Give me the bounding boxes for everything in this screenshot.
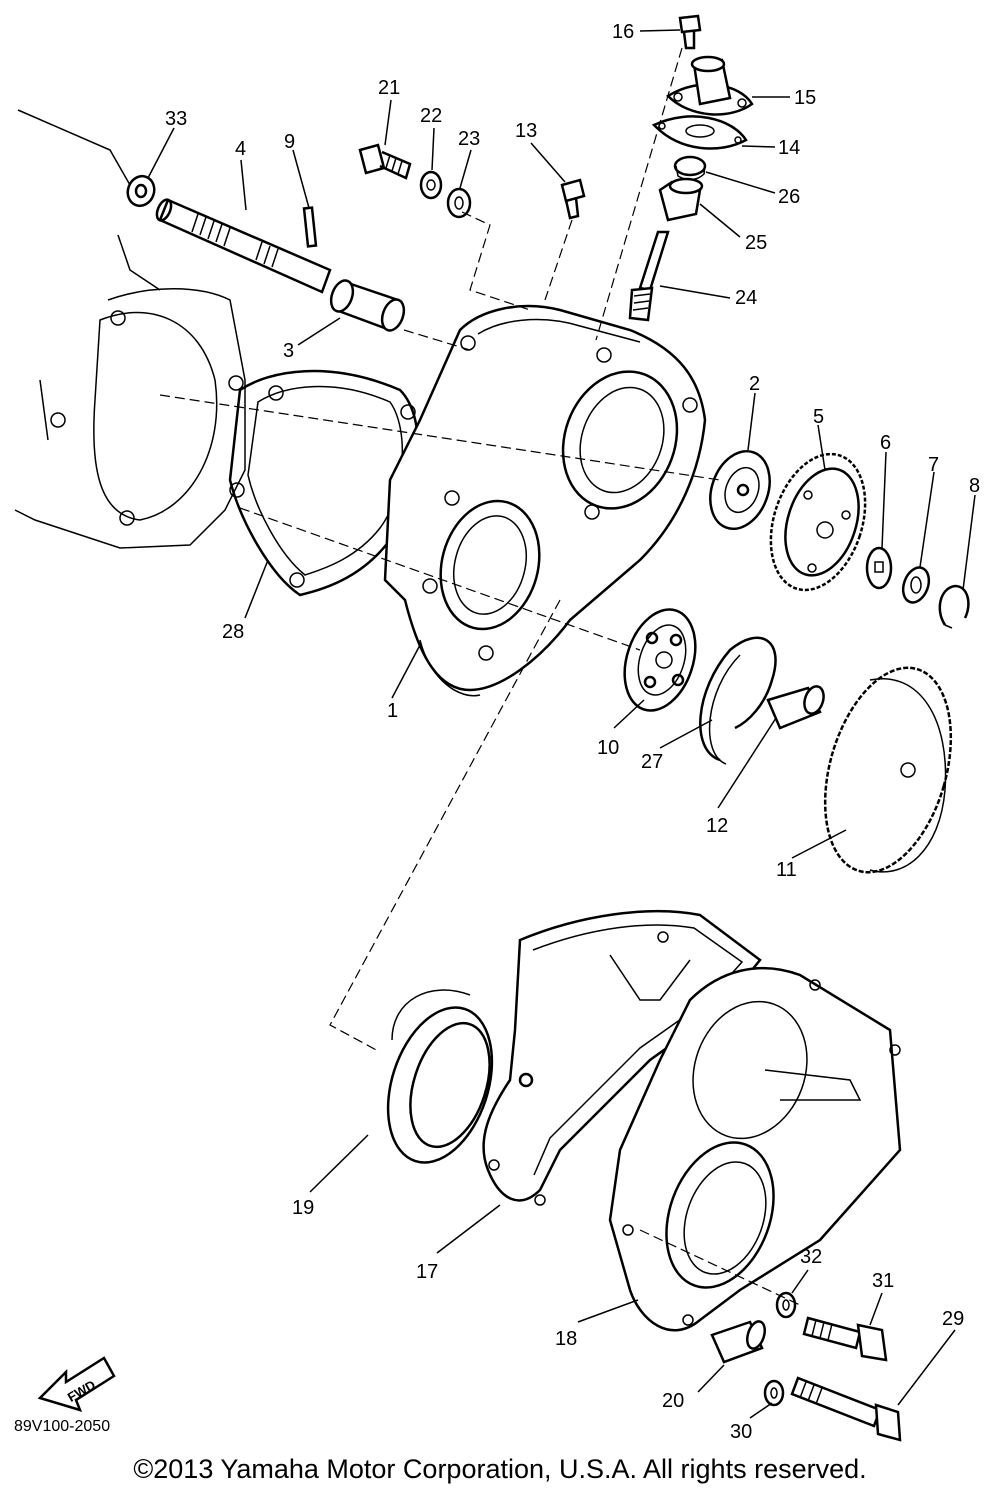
bolt-part-21 — [358, 143, 412, 180]
housing-part-1 — [383, 304, 707, 697]
label-29: 29 — [942, 1308, 964, 1330]
circlip-part-27 — [699, 636, 777, 765]
label-12: 12 — [706, 815, 728, 837]
label-10: 10 — [597, 737, 619, 759]
bearing-part-2 — [709, 449, 771, 531]
washer-part-22 — [419, 170, 443, 200]
label-5: 5 — [813, 406, 824, 428]
bushing-part-25 — [658, 177, 704, 222]
fwd-label: FWD — [65, 1377, 98, 1405]
cover-part-18 — [608, 966, 902, 1332]
label-6: 6 — [880, 432, 891, 454]
collar-part-3 — [329, 279, 406, 332]
circlip-part-8 — [938, 584, 970, 629]
label-11: 11 — [776, 859, 797, 881]
label-23: 23 — [458, 128, 480, 150]
dowel-part-20 — [710, 1320, 767, 1364]
label-30: 30 — [730, 1421, 752, 1443]
label-16: 16 — [612, 21, 634, 43]
washer-part-32 — [775, 1291, 797, 1319]
label-13: 13 — [515, 120, 537, 142]
label-18: 18 — [555, 1328, 577, 1350]
engine-case-outline — [14, 109, 246, 549]
diagram-code: 89V100-2050 — [14, 1418, 110, 1435]
label-7: 7 — [928, 454, 939, 476]
gear-shaft-part-24 — [628, 230, 670, 322]
label-15: 15 — [794, 87, 816, 109]
gear-part-11 — [823, 666, 953, 874]
pin-part-12 — [766, 685, 825, 730]
label-27: 27 — [641, 751, 663, 773]
washer-part-6 — [865, 546, 893, 590]
bearing-part-10 — [623, 608, 697, 712]
label-19: 19 — [292, 1197, 314, 1219]
label-31: 31 — [872, 1270, 894, 1292]
washer-part-33 — [126, 174, 156, 208]
label-9: 9 — [284, 131, 295, 153]
label-22: 22 — [420, 105, 442, 127]
key-part-9 — [302, 206, 318, 248]
copyright-notice: ©2013 Yamaha Motor Corporation, U.S.A. A… — [133, 1454, 867, 1484]
gasket-part-14 — [651, 115, 748, 150]
fitting-part-15 — [666, 55, 754, 116]
leader-lines — [147, 29, 976, 1419]
label-8: 8 — [969, 475, 980, 497]
label-24: 24 — [735, 287, 757, 309]
washer-part-7 — [901, 566, 931, 604]
label-14: 14 — [778, 137, 800, 159]
label-2: 2 — [749, 373, 760, 395]
label-32: 32 — [800, 1246, 822, 1268]
bolt-part-29 — [790, 1376, 902, 1442]
oil-seal-part-19 — [386, 989, 494, 1164]
label-28: 28 — [222, 621, 244, 643]
washer-part-23 — [446, 187, 472, 219]
label-33: 33 — [165, 108, 187, 130]
fwd-arrow-icon: FWD — [37, 1356, 116, 1412]
label-20: 20 — [662, 1390, 684, 1412]
gear-part-5 — [769, 452, 867, 592]
label-4: 4 — [235, 138, 246, 160]
part-labels: 33 4 9 3 21 22 23 13 16 15 14 26 25 24 2… — [165, 21, 980, 1443]
shaft-part-4 — [155, 198, 332, 294]
label-17: 17 — [416, 1261, 438, 1283]
seal-part-26 — [673, 155, 707, 181]
washer-part-30 — [763, 1379, 785, 1407]
alignment-lines — [159, 47, 801, 1306]
label-25: 25 — [745, 232, 767, 254]
label-26: 26 — [778, 186, 800, 208]
bolt-part-31 — [802, 1316, 888, 1362]
label-3: 3 — [283, 340, 294, 362]
label-21: 21 — [378, 77, 400, 99]
screw-part-13 — [560, 178, 586, 220]
screw-part-16 — [678, 14, 702, 50]
label-1: 1 — [387, 700, 398, 722]
